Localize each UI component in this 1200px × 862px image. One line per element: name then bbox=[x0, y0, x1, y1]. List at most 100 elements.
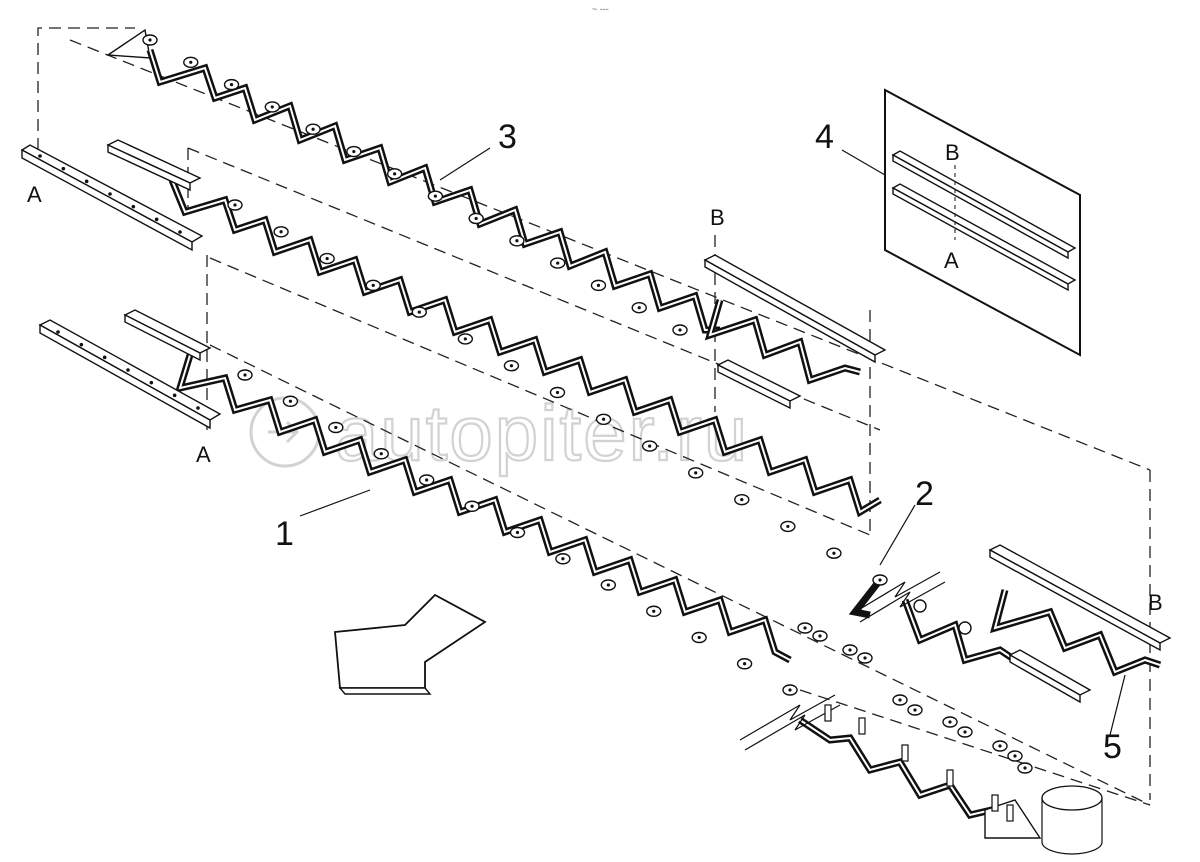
inset-ref-a: A bbox=[944, 248, 959, 273]
bolt-center bbox=[417, 310, 421, 314]
inset-panel-4: B A bbox=[841, 88, 1081, 357]
bolt-center bbox=[652, 609, 656, 613]
rivet-pin bbox=[946, 769, 954, 787]
bar-hole bbox=[178, 230, 182, 234]
bolt-center bbox=[334, 425, 338, 430]
bar-hole bbox=[84, 179, 89, 184]
bar-a-top bbox=[20, 144, 204, 252]
bolt-center bbox=[740, 498, 744, 502]
bolt-center bbox=[1013, 754, 1017, 758]
bar-hole bbox=[172, 393, 177, 398]
bolt-center bbox=[352, 149, 356, 154]
bolt-center bbox=[556, 261, 560, 265]
rivet-pin bbox=[858, 717, 866, 735]
bar-hole bbox=[38, 154, 42, 158]
bolt-center bbox=[678, 328, 682, 332]
bolt-center bbox=[233, 203, 237, 207]
callout-3: 3 bbox=[498, 118, 517, 156]
callout-4: 4 bbox=[815, 118, 834, 156]
bar-hole bbox=[61, 166, 66, 171]
knife-1 bbox=[174, 353, 798, 696]
bolt-center bbox=[948, 720, 952, 724]
bolt-center bbox=[148, 38, 152, 42]
bolt-center bbox=[697, 635, 701, 640]
rivet-pin bbox=[901, 744, 909, 762]
drive-cylinder bbox=[1041, 785, 1103, 855]
ref-b-right: B bbox=[1148, 590, 1163, 615]
bolt-center bbox=[515, 239, 519, 243]
ref-a-mid: A bbox=[196, 442, 211, 467]
bolt-center bbox=[433, 194, 437, 198]
break-lines bbox=[739, 571, 946, 751]
bolt-center bbox=[818, 634, 822, 638]
bar-hole bbox=[149, 380, 154, 385]
bolt-center bbox=[379, 452, 383, 456]
ref-b-top: B bbox=[710, 205, 725, 230]
bolt-center bbox=[270, 105, 274, 109]
bolt-center bbox=[470, 504, 474, 508]
bolt-center bbox=[878, 578, 882, 582]
ref-a-top: A bbox=[27, 182, 42, 207]
bar-a-mid bbox=[38, 319, 222, 430]
knife-1-continuation bbox=[798, 717, 1042, 839]
end-section-b-top bbox=[703, 254, 887, 410]
bolt-center bbox=[425, 478, 429, 482]
bolt-center bbox=[325, 256, 329, 261]
leader-lines bbox=[299, 147, 1126, 736]
callout-5: 5 bbox=[1103, 728, 1122, 766]
bolt-center bbox=[803, 626, 807, 630]
bolt-center bbox=[998, 744, 1002, 748]
bar-hole bbox=[102, 355, 107, 360]
bolt-center bbox=[788, 688, 792, 692]
bolt-center bbox=[601, 417, 606, 421]
bolt-center bbox=[371, 283, 375, 287]
bar-hole bbox=[56, 330, 60, 334]
bolt-center bbox=[288, 399, 293, 403]
bolt-center bbox=[1023, 766, 1027, 770]
knife-3 bbox=[105, 28, 720, 336]
end-section-b-bottom bbox=[988, 544, 1172, 704]
bolt-center bbox=[606, 583, 610, 587]
bolt-center bbox=[913, 708, 917, 712]
bolt-center bbox=[561, 557, 565, 561]
bolt-center bbox=[279, 230, 283, 234]
bolt-center bbox=[509, 364, 514, 368]
bolt-center bbox=[848, 648, 852, 652]
bolt-center bbox=[786, 524, 790, 529]
bar-hole bbox=[79, 342, 84, 347]
bolt-center bbox=[832, 551, 836, 555]
bolt-center bbox=[742, 662, 747, 666]
bolt-center bbox=[637, 306, 641, 310]
rivet-pin bbox=[991, 794, 999, 812]
corner-mark: ~ --- bbox=[592, 4, 609, 14]
watermark: autopiter.ru bbox=[249, 388, 748, 478]
bolt-center bbox=[393, 172, 397, 176]
rivet-pin bbox=[1006, 804, 1014, 822]
bar-mid-short bbox=[123, 309, 212, 362]
callout-1: 1 bbox=[275, 515, 294, 553]
bolt-center bbox=[243, 373, 247, 377]
bolt-center bbox=[963, 730, 967, 734]
bar-upper-short bbox=[106, 139, 202, 192]
direction-arrow bbox=[334, 593, 487, 695]
knife-2 bbox=[168, 178, 888, 619]
bar-hole bbox=[196, 406, 200, 410]
bolt-center bbox=[898, 698, 902, 702]
callout-2: 2 bbox=[915, 475, 934, 513]
bolt-center bbox=[229, 83, 234, 87]
bolt-center bbox=[863, 656, 867, 660]
rivet-pin bbox=[824, 704, 832, 722]
bar-hole bbox=[154, 217, 159, 222]
bolt-center bbox=[555, 390, 560, 395]
fasteners bbox=[797, 622, 1033, 822]
bolt-center bbox=[515, 530, 520, 535]
bar-hole bbox=[108, 192, 112, 196]
bolt-center bbox=[189, 60, 193, 64]
bar-hole bbox=[126, 368, 130, 372]
bolt-center bbox=[463, 337, 467, 341]
inset-ref-b: B bbox=[945, 140, 960, 165]
bolt-center bbox=[474, 216, 478, 221]
knife-2-continuation bbox=[901, 598, 1017, 665]
bolt-center bbox=[311, 127, 315, 131]
